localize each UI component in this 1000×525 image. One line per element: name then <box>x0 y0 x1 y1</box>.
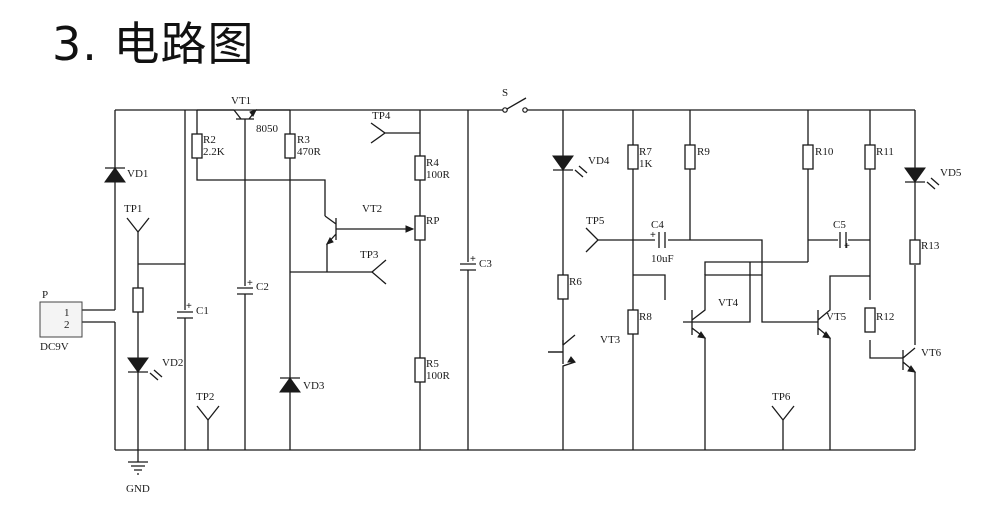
rp-wiper-arrow <box>405 225 415 233</box>
led-vd5 <box>904 167 940 190</box>
plus-sign-c3: + <box>470 254 476 265</box>
label-r8: R8 <box>639 311 652 323</box>
label-r2: R2 <box>203 134 216 146</box>
label-gnd: GND <box>126 483 150 495</box>
resistor-r8 <box>627 309 639 335</box>
test-point-tp2 <box>196 405 220 422</box>
plus-sign-c4: + <box>650 230 656 241</box>
label-tp4: TP4 <box>372 110 391 122</box>
label-r2-value: 2.2K <box>203 146 225 158</box>
label-pin-2: 2 <box>64 319 70 331</box>
label-vt1-type: 8050 <box>256 123 279 135</box>
capacitor-c3 <box>459 262 477 271</box>
label-tp5: TP5 <box>586 215 605 227</box>
label-r9: R9 <box>697 146 710 158</box>
label-r13: R13 <box>921 240 940 252</box>
label-r3-value: 470R <box>297 146 322 158</box>
label-r12: R12 <box>876 311 894 323</box>
resistor-r2 <box>191 133 203 159</box>
label-vt4: VT4 <box>718 297 739 309</box>
ground-symbol <box>128 461 148 475</box>
label-tp1: TP1 <box>124 203 142 215</box>
label-r4-value: 100R <box>426 169 451 181</box>
potentiometer-rp <box>414 215 426 241</box>
label-r7: R7 <box>639 146 652 158</box>
test-point-tp1 <box>126 217 150 234</box>
label-vd4: VD4 <box>588 155 610 167</box>
resistor-r12 <box>864 307 876 333</box>
label-r10: R10 <box>815 146 834 158</box>
plus-sign-c1: + <box>186 301 192 312</box>
plus-sign-c2: + <box>247 278 253 289</box>
transistor-vt1 <box>233 109 257 126</box>
capacitor-c4 <box>655 231 668 249</box>
label-r7-value: 1K <box>639 158 653 170</box>
label-vd5: VD5 <box>940 167 962 179</box>
resistor-r3 <box>284 133 296 159</box>
page-title: 3. 电路图 <box>52 17 255 71</box>
label-rp: RP <box>426 215 439 227</box>
label-vd3: VD3 <box>303 380 325 392</box>
resistor-r11 <box>864 144 876 170</box>
label-vt3: VT3 <box>600 334 621 346</box>
capacitor-c5 <box>838 231 848 249</box>
label-r11: R11 <box>876 146 894 158</box>
wires <box>82 109 916 462</box>
test-point-tp6 <box>771 405 795 422</box>
label-p: P <box>42 289 48 301</box>
label-vt6: VT6 <box>921 347 942 359</box>
label-pin-1: 1 <box>64 307 70 319</box>
label-c5: C5 <box>833 219 846 231</box>
test-point-tp3 <box>371 259 387 285</box>
led-vd2 <box>127 357 163 381</box>
diode-vd1 <box>104 167 126 183</box>
label-c4-value: 10uF <box>651 253 674 265</box>
connector-p <box>39 301 83 338</box>
label-c4: C4 <box>651 219 664 231</box>
switch-s <box>502 97 528 113</box>
label-c3: C3 <box>479 258 492 270</box>
test-point-tp4 <box>370 122 420 144</box>
label-r6: R6 <box>569 276 582 288</box>
resistor-r7 <box>627 144 639 170</box>
resistor-r9 <box>684 144 696 170</box>
label-r5: R5 <box>426 358 439 370</box>
label-tp3: TP3 <box>360 249 379 261</box>
label-vt2: VT2 <box>362 203 382 215</box>
label-vd2: VD2 <box>162 357 183 369</box>
resistor-r5 <box>414 357 426 383</box>
test-point-tp5 <box>585 227 599 253</box>
transistor-vt2 <box>324 215 344 272</box>
label-dc9v: DC9V <box>40 341 69 353</box>
label-r3: R3 <box>297 134 310 146</box>
resistor-r10 <box>802 144 814 170</box>
transistor-vt4 <box>697 331 707 339</box>
label-c2: C2 <box>256 281 269 293</box>
label-vt1: VT1 <box>231 95 251 107</box>
capacitor-c1 <box>176 310 194 319</box>
led-vd4 <box>552 155 588 178</box>
resistor-r4 <box>414 155 426 181</box>
label-r4: R4 <box>426 157 439 169</box>
label-vd1: VD1 <box>127 168 148 180</box>
transistor-vt5 <box>822 331 832 339</box>
label-vt5: VT5 <box>826 311 847 323</box>
plus-sign-c5: + <box>844 241 850 252</box>
resistor-r13 <box>909 239 921 265</box>
resistor-r6 <box>557 274 569 300</box>
diode-vd3 <box>279 377 301 393</box>
label-tp2: TP2 <box>196 391 214 403</box>
transistor-vt3 <box>548 340 577 364</box>
capacitor-c2 <box>236 286 254 295</box>
label-s: S <box>502 87 508 99</box>
label-c1: C1 <box>196 305 209 317</box>
label-r5-value: 100R <box>426 370 451 382</box>
label-tp6: TP6 <box>772 391 791 403</box>
resistor-unlabeled <box>132 287 144 313</box>
transistor-vt6 <box>907 365 917 373</box>
